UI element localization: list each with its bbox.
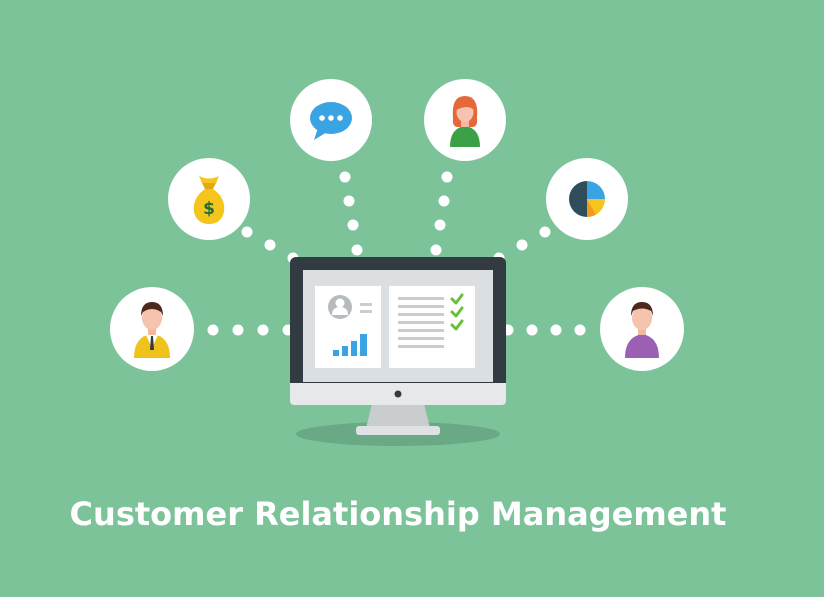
monitor-stand — [365, 404, 431, 432]
man-purple-icon — [625, 302, 659, 358]
woman-green-node — [424, 79, 506, 161]
man-purple-node — [600, 287, 684, 371]
connector-dots — [207, 171, 586, 336]
woman-green-icon — [450, 96, 480, 147]
businessman-yellow-node — [110, 287, 194, 371]
chat-node — [290, 79, 372, 161]
pie-chart-node — [546, 158, 628, 240]
businessman-yellow-icon — [134, 302, 170, 358]
bar-chart-icon — [333, 334, 367, 356]
profile-panel — [315, 286, 381, 368]
monitor-icon — [290, 257, 506, 446]
money-bag-icon: $ — [193, 176, 225, 224]
svg-text:$: $ — [203, 199, 215, 219]
chat-bubble-icon — [310, 102, 352, 140]
check-icon — [450, 293, 464, 331]
money-bag-node: $ — [168, 158, 250, 240]
pie-chart-icon — [569, 181, 605, 217]
page-title: Customer Relationship Management — [69, 495, 727, 533]
checklist-panel — [389, 286, 475, 368]
